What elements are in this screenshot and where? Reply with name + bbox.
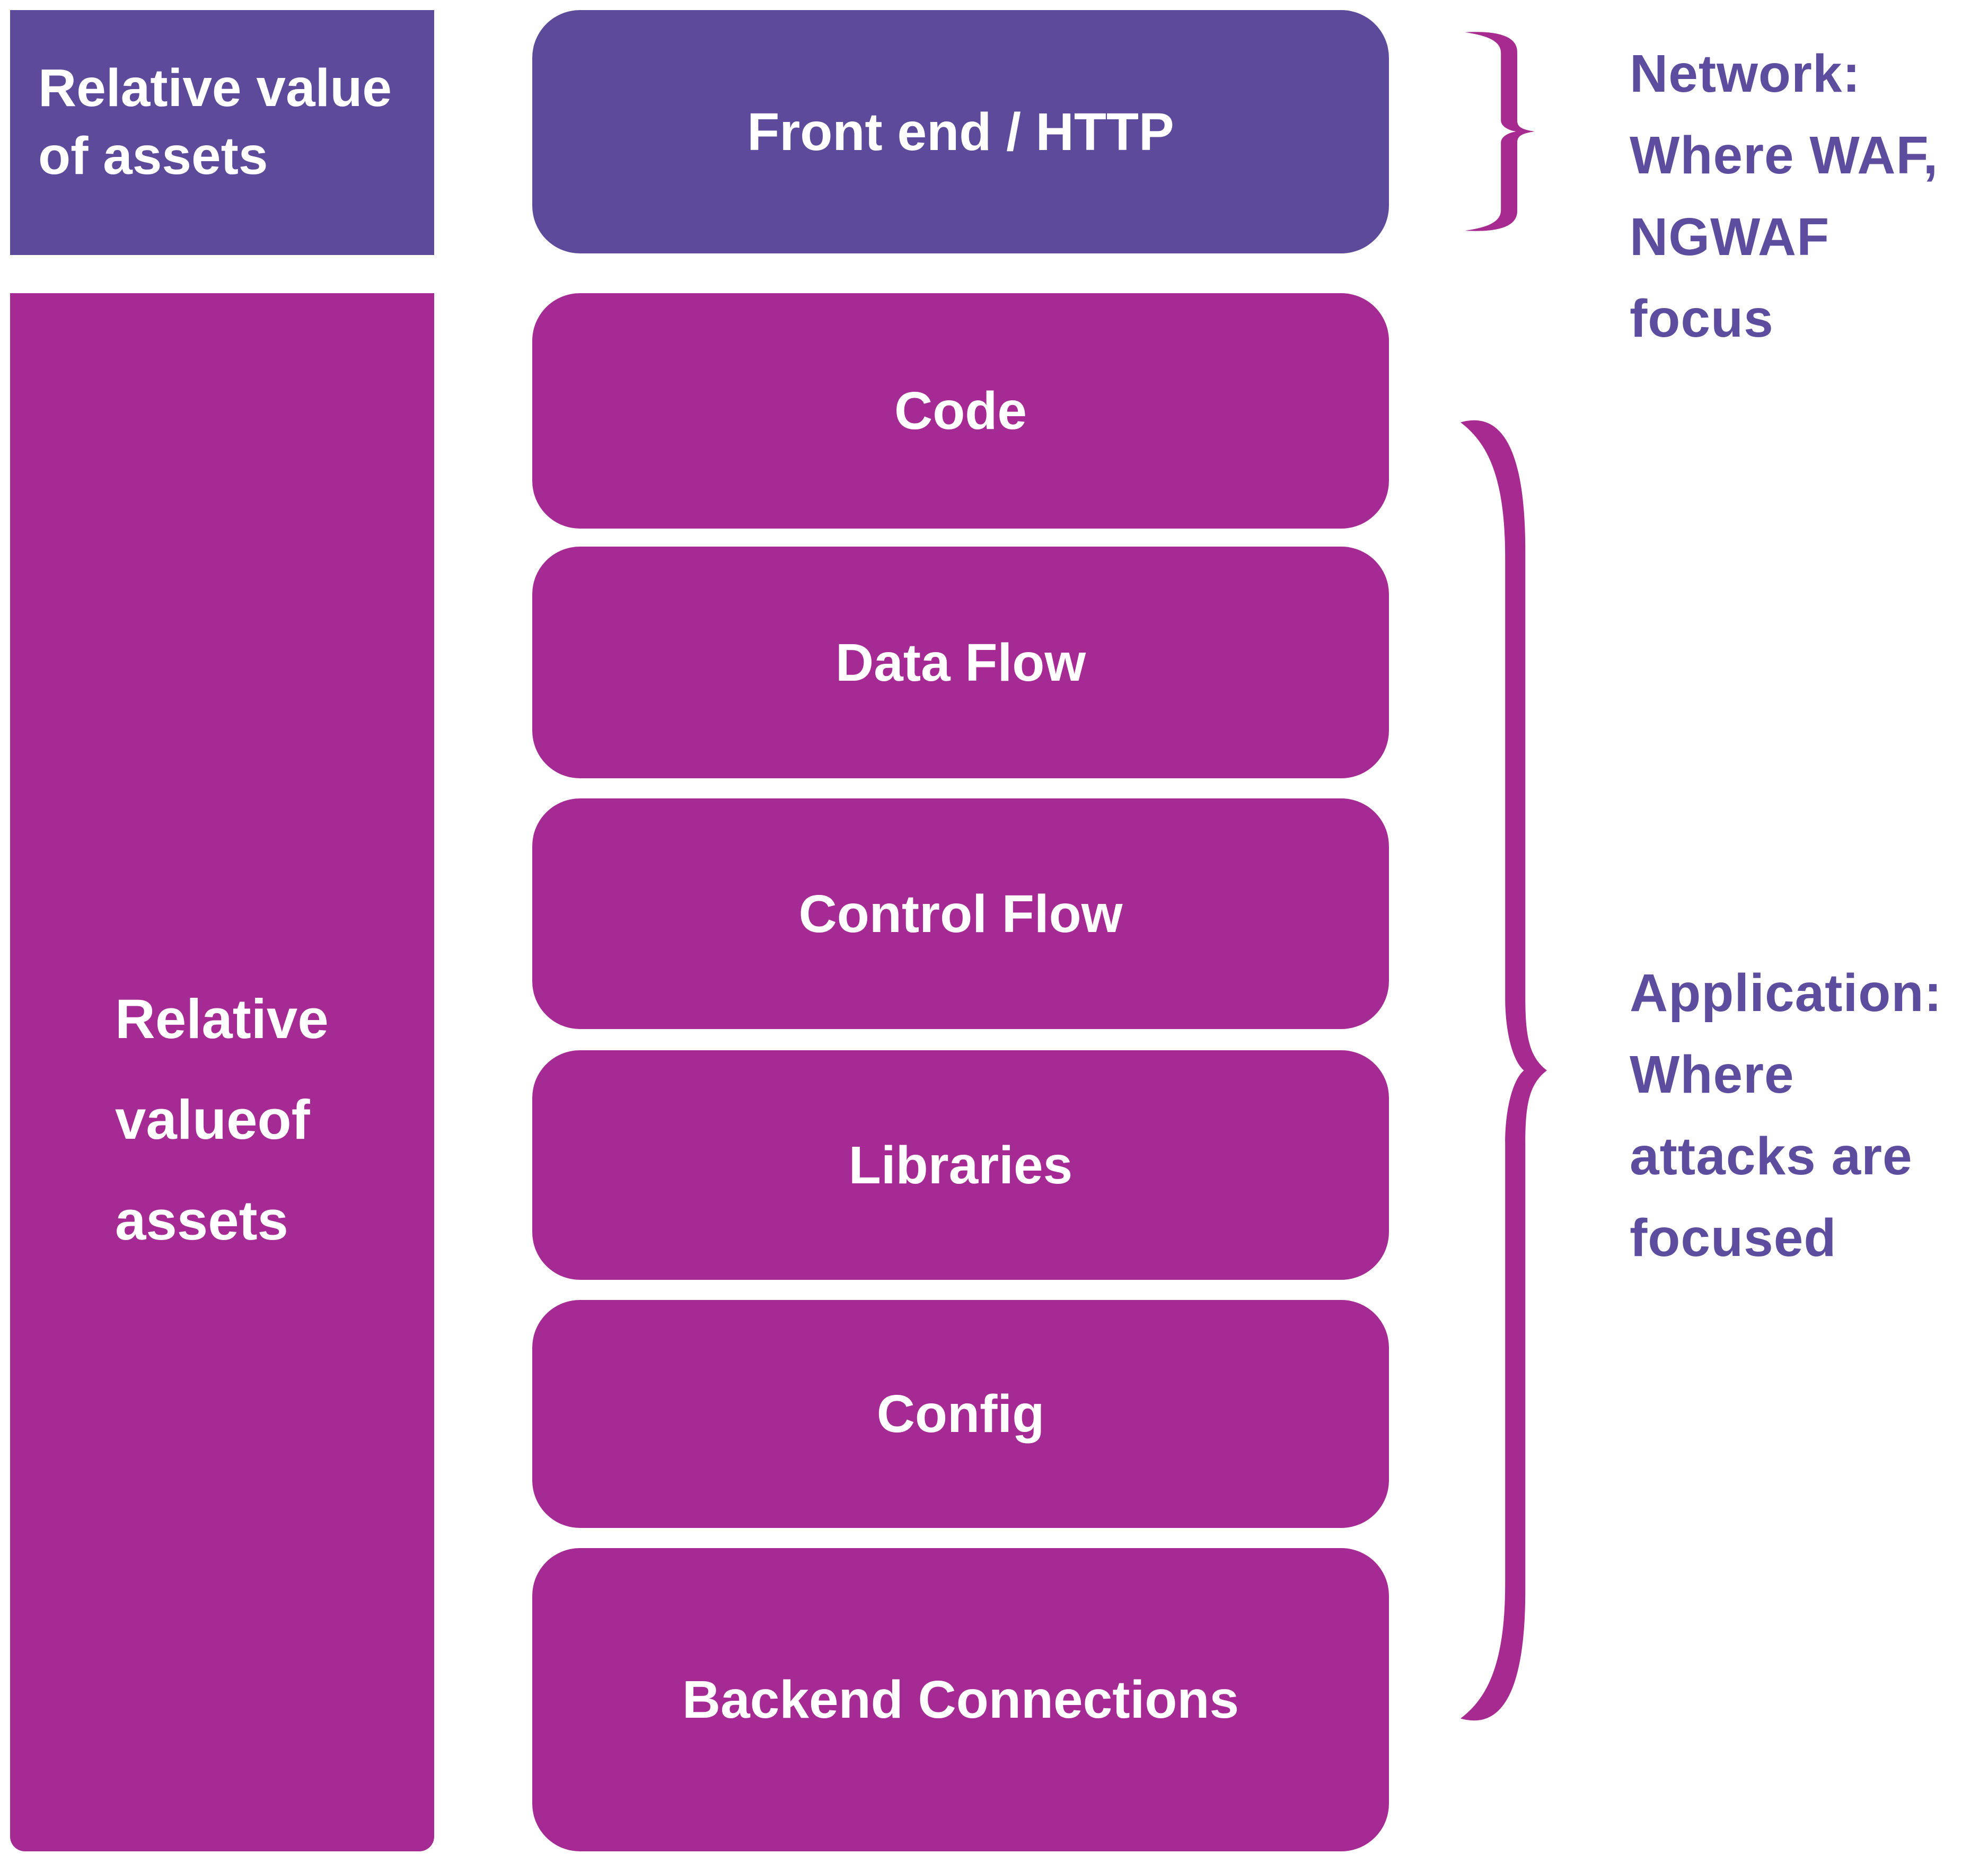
box-data-flow-label: Data Flow	[835, 632, 1086, 692]
relative-value-tall-box-line3: assets	[115, 1189, 288, 1252]
relative-value-of-assets-tall-box: Relative valueof assets	[10, 293, 434, 1851]
application-curly-brace-path	[1461, 420, 1547, 1721]
relative-value-top-box-line2: of assets	[38, 126, 268, 186]
box-data-flow: Data Flow	[532, 547, 1389, 778]
box-backend-connections-label: Backend Connections	[682, 1670, 1239, 1729]
application-annotation-line3: attacks are	[1630, 1127, 1913, 1186]
network-annotation-line1: Network:	[1630, 44, 1861, 103]
box-control-flow: Control Flow	[532, 798, 1389, 1029]
application-annotation-line4: focused	[1630, 1208, 1837, 1268]
box-backend-connections: Backend Connections	[532, 1548, 1389, 1851]
network-annotation-line3: NGWAF focus	[1630, 207, 1830, 348]
box-code-label: Code	[894, 381, 1027, 441]
relative-value-top-box-line1: Relative value	[38, 58, 392, 118]
box-code: Code	[532, 293, 1389, 529]
box-front-end-http: Front end / HTTP	[532, 10, 1389, 253]
network-annotation: Network: Where WAF, NGWAF focus	[1630, 33, 1988, 359]
application-annotation-line2: Where	[1630, 1045, 1795, 1104]
application-curly-brace-icon	[1461, 420, 1547, 1721]
relative-value-of-assets-top-box: Relative value of assets	[10, 10, 434, 255]
network-annotation-line2: Where WAF,	[1630, 126, 1939, 185]
network-curly-brace-path	[1465, 32, 1535, 231]
relative-value-tall-box-line2: valueof	[115, 1088, 310, 1151]
box-control-flow-label: Control Flow	[798, 884, 1123, 944]
application-annotation-line1: Application:	[1630, 963, 1942, 1023]
box-front-end-http-label: Front end / HTTP	[747, 102, 1174, 162]
network-curly-brace-icon	[1465, 32, 1535, 231]
relative-value-tall-box-line1: Relative	[115, 988, 329, 1050]
box-libraries: Libraries	[532, 1050, 1389, 1280]
box-libraries-label: Libraries	[848, 1135, 1073, 1195]
box-config: Config	[532, 1300, 1389, 1528]
application-annotation: Application: Where attacks are focused	[1630, 952, 1942, 1279]
box-config-label: Config	[876, 1384, 1045, 1444]
